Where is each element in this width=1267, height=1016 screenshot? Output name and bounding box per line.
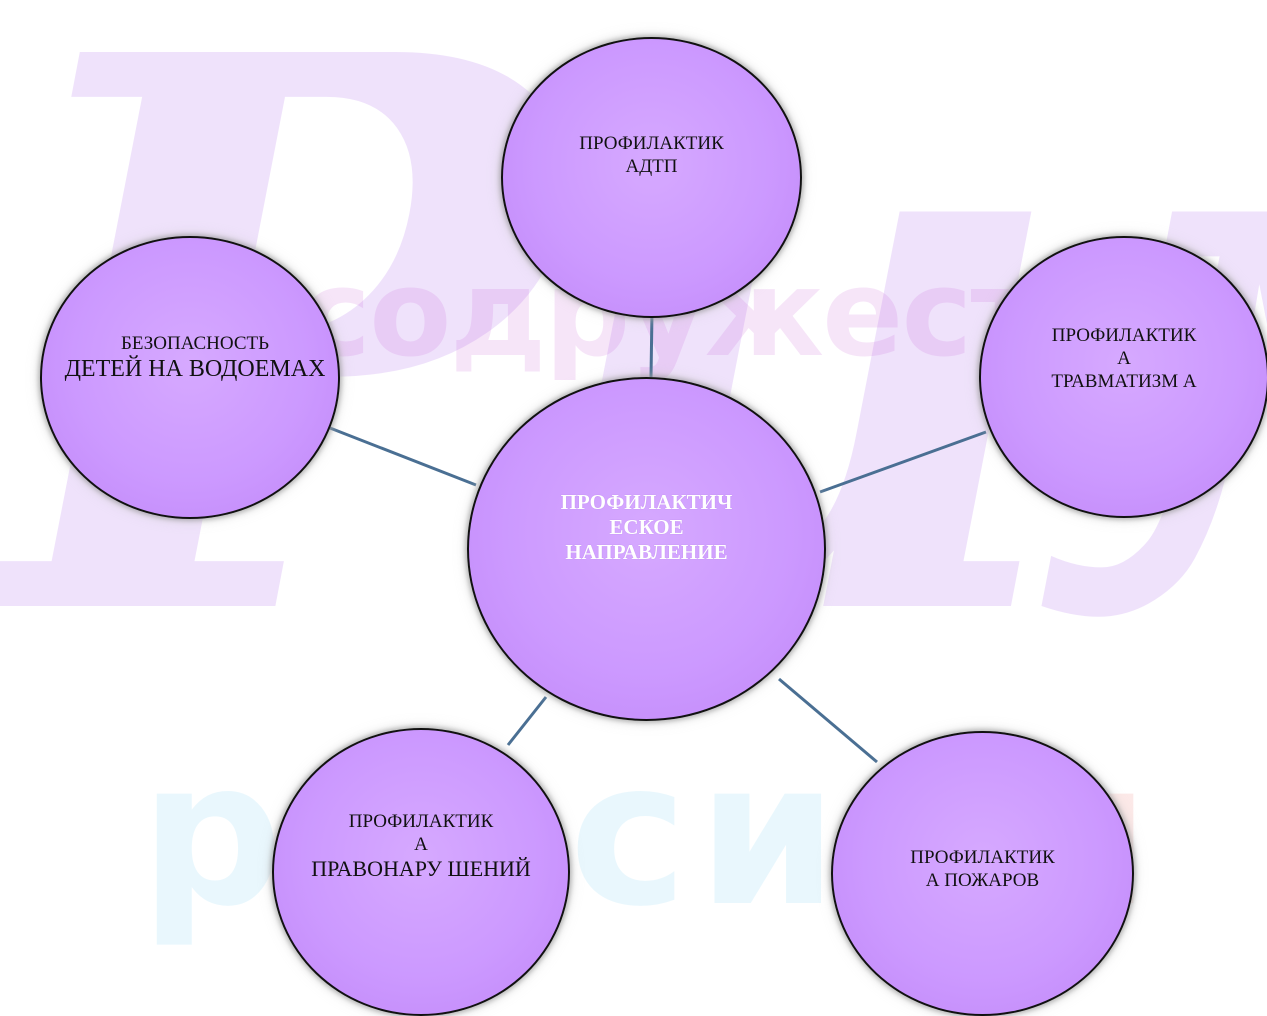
connector-right <box>819 430 987 494</box>
connector-left <box>329 426 477 487</box>
node-left-line1: БЕЗОПАСНОСТЬ <box>120 333 270 354</box>
node-left-line2: ДЕТЕЙ НА ВОДОЕМАХ <box>64 356 326 383</box>
connector-bottom-left <box>506 696 548 746</box>
node-bottom-left-line3: ПРАВОНАРУ ШЕНИЙ <box>311 856 531 882</box>
node-center-line1: ПРОФИЛАКТИЧ <box>560 490 733 514</box>
node-bottom-left-line1: ПРОФИЛАКТИК <box>348 811 494 832</box>
node-right-line1: ПРОФИЛАКТИК <box>1051 325 1197 346</box>
node-left-circle <box>40 236 340 519</box>
node-right-circle <box>979 236 1267 518</box>
node-right-label: ПРОФИЛАКТИК А ТРАВМАТИЗМ А <box>979 324 1267 394</box>
node-left-label: БЕЗОПАСНОСТЬ ДЕТЕЙ НА ВОДОЕМАХ <box>0 332 390 384</box>
node-bottom-right-circle <box>831 731 1134 1016</box>
node-bottom-left-label: ПРОФИЛАКТИК А ПРАВОНАРУ ШЕНИЙ <box>272 810 570 883</box>
node-bottom-left-circle <box>272 728 570 1016</box>
connector-top <box>649 311 654 378</box>
node-top-line1: ПРОФИЛАКТИК <box>579 133 724 154</box>
node-bottom-right-label: ПРОФИЛАКТИК А ПОЖАРОВ <box>831 846 1134 892</box>
node-center-line2: ЕСКОЕ <box>609 515 684 540</box>
node-center-line3: НАПРАВЛЕНИЕ <box>565 540 728 565</box>
node-center-circle <box>467 377 826 721</box>
node-top-line2: АДТП <box>625 156 678 178</box>
node-center-label: ПРОФИЛАКТИЧ ЕСКОЕ НАПРАВЛЕНИЕ <box>467 490 826 566</box>
node-right-line3: ТРАВМАТИЗМ А <box>1051 371 1197 393</box>
node-top-label: ПРОФИЛАКТИК АДТП <box>501 132 802 178</box>
node-top-circle <box>501 37 802 318</box>
node-bottom-right-line1: ПРОФИЛАКТИК <box>910 847 1055 868</box>
node-bottom-right-line2: А ПОЖАРОВ <box>925 870 1040 892</box>
node-bottom-left-line2: А <box>414 834 428 856</box>
connector-bottom-right <box>778 677 878 764</box>
node-right-line2: А <box>1117 348 1131 370</box>
